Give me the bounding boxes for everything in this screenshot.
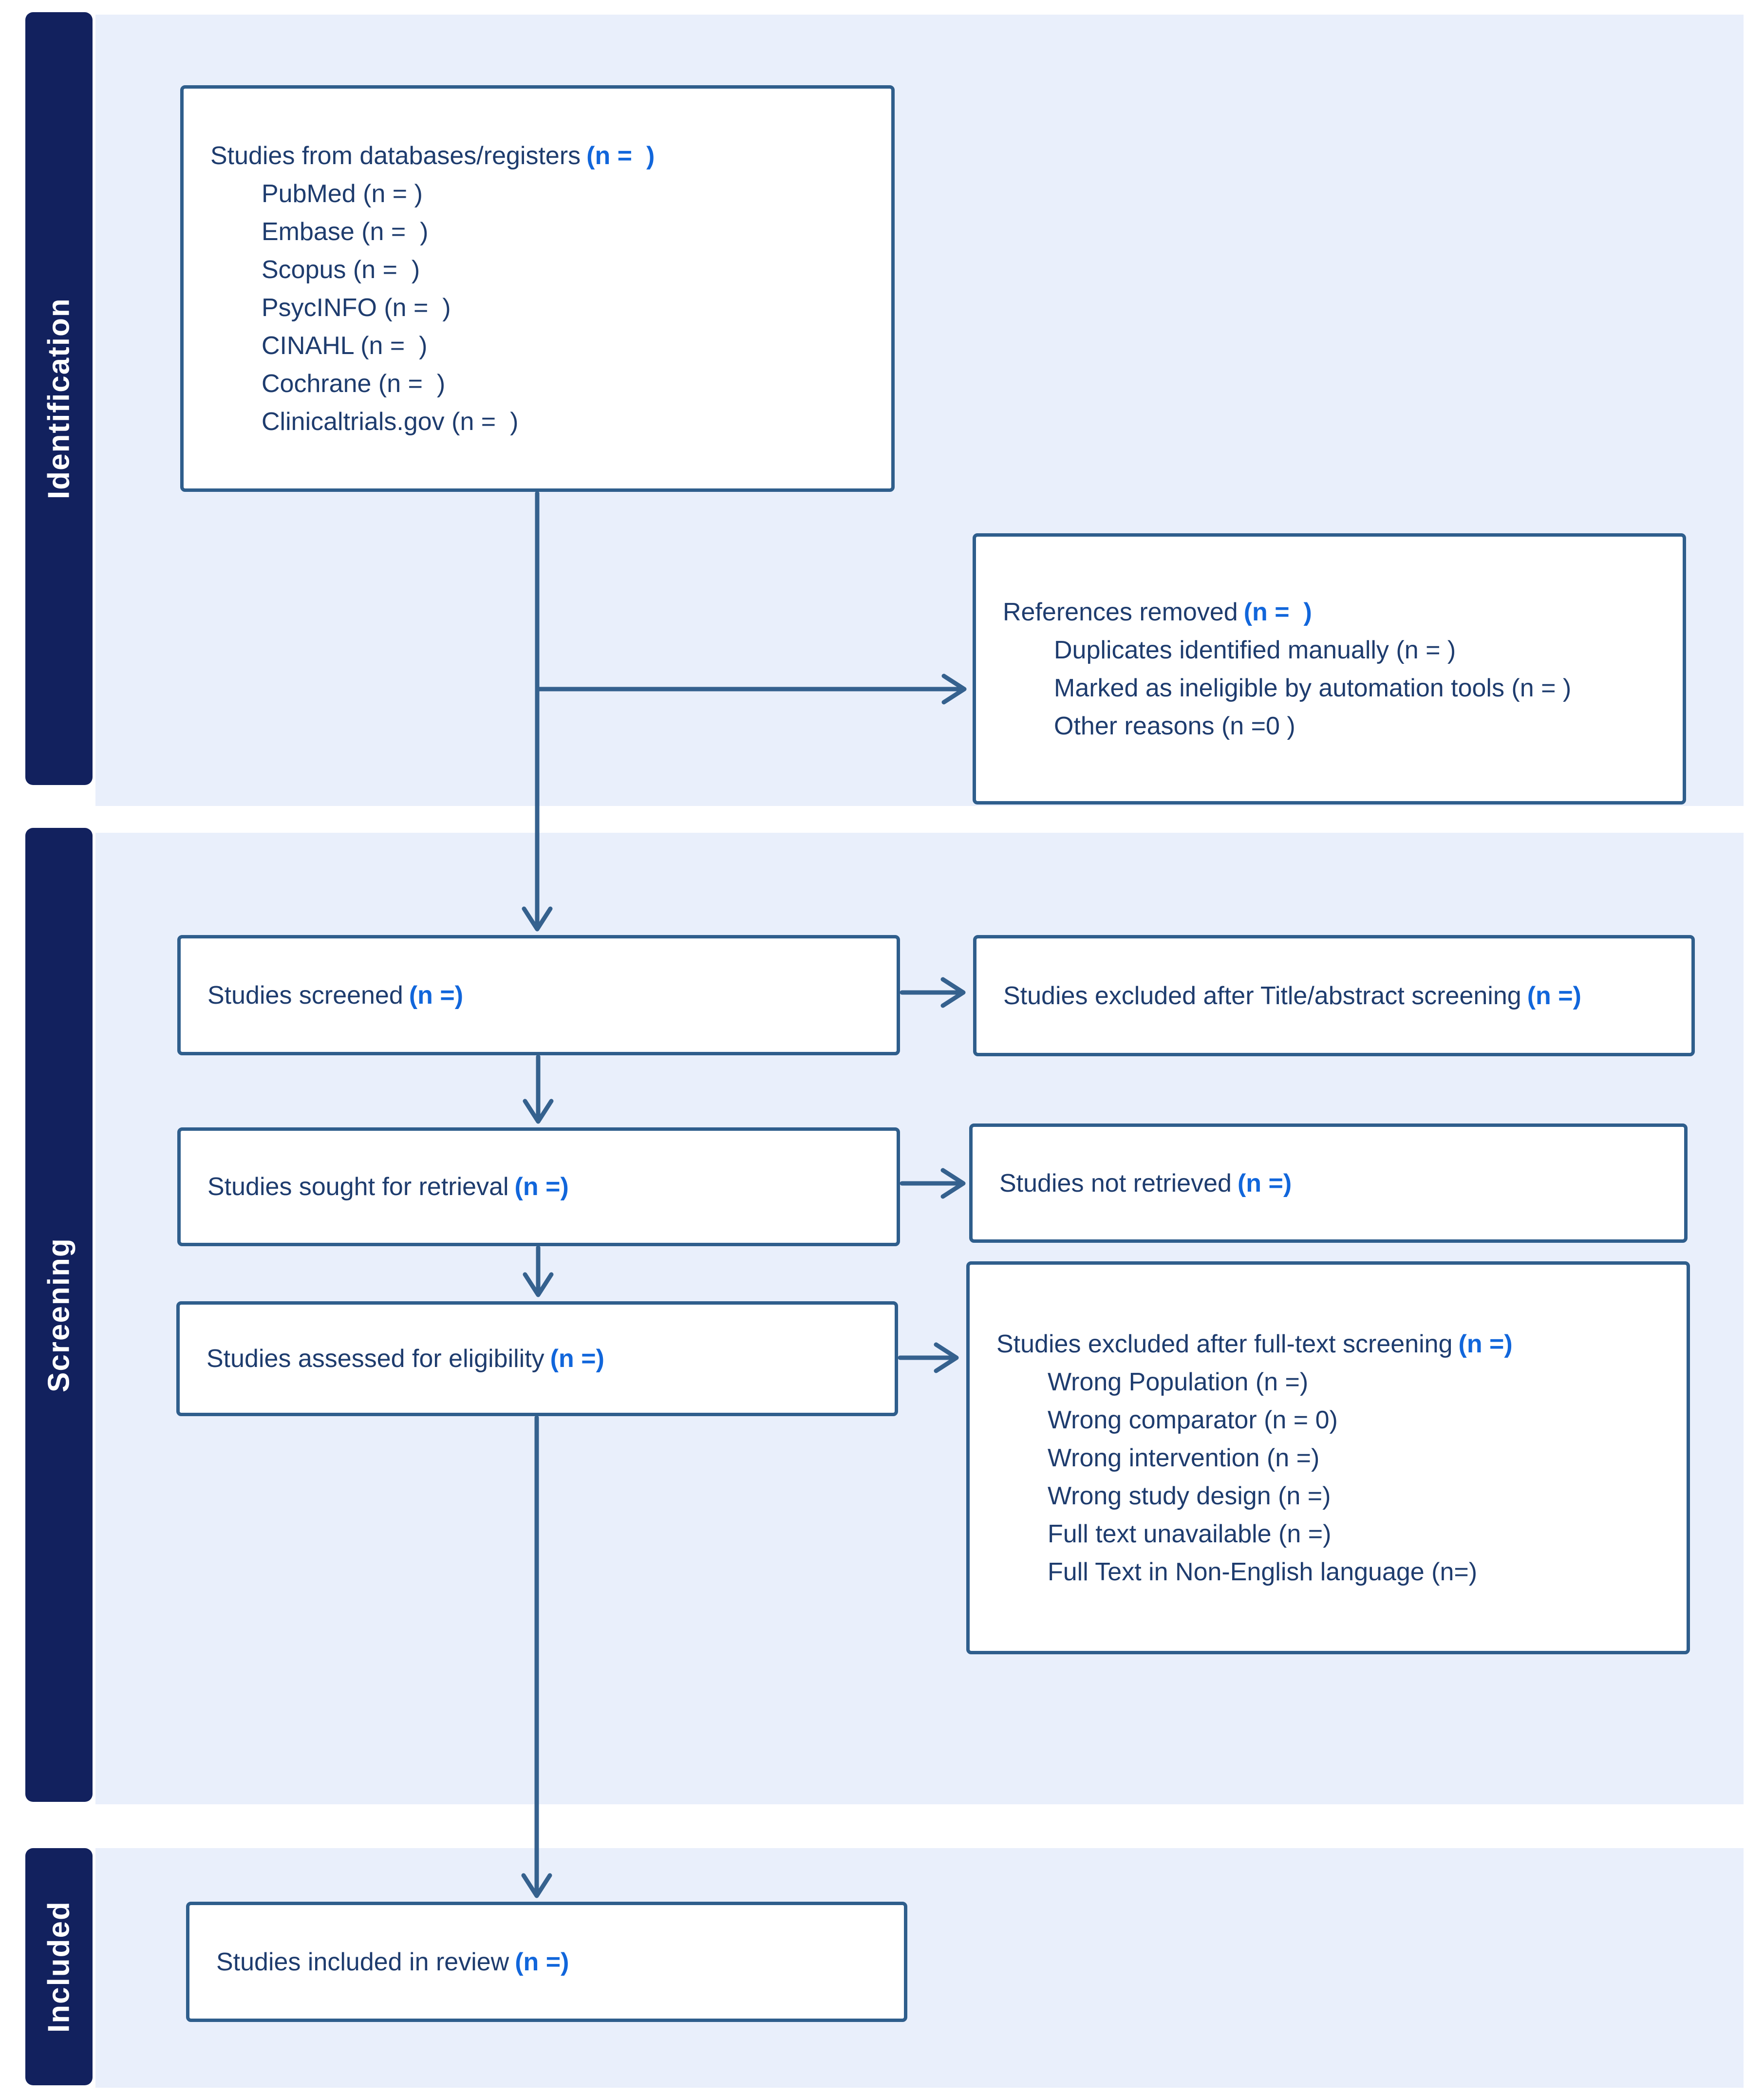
box-list-item: Full text unavailable (n =)	[1048, 1519, 1332, 1548]
box-list-item: CINAHL (n = )	[262, 331, 428, 360]
screening-stage-label: Screening	[42, 1237, 76, 1392]
box-list-item: Cochrane (n = )	[262, 369, 446, 398]
box-eligibility-title: Studies assessed for eligibility	[206, 1345, 544, 1373]
box-excluded-fulltext-title-line: Studies excluded after full-text screeni…	[996, 1325, 1667, 1363]
box-not-retrieved: Studies not retrieved(n =)	[969, 1123, 1688, 1243]
box-excluded-title-abstract: Studies excluded after Title/abstract sc…	[973, 935, 1695, 1056]
box-screened-n: (n =)	[409, 981, 464, 1010]
identification-stage-bar: Identification	[25, 12, 93, 785]
box-references-removed-n: (n = )	[1243, 598, 1312, 626]
box-list-item: Scopus (n = )	[262, 255, 420, 284]
box-list-item: PubMed (n = )	[262, 179, 423, 208]
box-eligibility-title-line: Studies assessed for eligibility(n =)	[206, 1340, 875, 1378]
box-list-item: Embase (n = )	[262, 217, 429, 246]
box-sought-title: Studies sought for retrieval	[207, 1173, 509, 1201]
box-excluded-fulltext-n: (n =)	[1458, 1329, 1513, 1358]
box-sought: Studies sought for retrieval(n =)	[177, 1127, 900, 1246]
included-stage-label: Included	[42, 1901, 76, 2033]
box-databases-list: PubMed (n = ) Embase (n = ) Scopus (n = ) P…	[210, 175, 872, 441]
box-excluded-title-abstract-title-line: Studies excluded after Title/abstract sc…	[1003, 977, 1672, 1015]
box-list-item: Wrong study design (n =)	[1048, 1481, 1331, 1510]
box-excluded-title-abstract-n: (n =)	[1527, 981, 1581, 1010]
identification-stage-label: Identification	[42, 298, 76, 500]
box-eligibility: Studies assessed for eligibility(n =)	[176, 1301, 898, 1416]
box-screened: Studies screened(n =)	[177, 935, 900, 1055]
included-stage-bar: Included	[25, 1848, 93, 2085]
box-list-item: Wrong Population (n =)	[1048, 1367, 1309, 1396]
box-not-retrieved-title-line: Studies not retrieved(n =)	[999, 1164, 1665, 1202]
box-databases-n: (n = )	[586, 141, 655, 170]
box-references-removed-title: References removed	[1003, 598, 1238, 626]
box-excluded-fulltext-list: Wrong Population (n =) Wrong comparator (…	[996, 1363, 1667, 1591]
box-list-item: Clinicaltrials.gov (n = )	[262, 407, 519, 436]
box-list-item: PsycINFO (n = )	[262, 293, 451, 322]
box-list-item: Other reasons (n =0 )	[1054, 711, 1295, 740]
box-list-item: Full Text in Non-English language (n=)	[1048, 1557, 1478, 1586]
box-included-review-n: (n =)	[515, 1947, 569, 1976]
box-databases: Studies from databases/registers(n = ) P…	[180, 85, 895, 492]
box-screened-title: Studies screened	[207, 981, 403, 1010]
box-eligibility-n: (n =)	[550, 1345, 604, 1373]
box-references-removed-title-line: References removed(n = )	[1003, 593, 1663, 631]
box-databases-title: Studies from databases/registers	[210, 141, 581, 170]
box-included-review: Studies included in review(n =)	[186, 1902, 907, 2022]
box-excluded-fulltext-title: Studies excluded after full-text screeni…	[996, 1329, 1453, 1358]
box-not-retrieved-n: (n =)	[1237, 1169, 1292, 1198]
box-not-retrieved-title: Studies not retrieved	[999, 1169, 1232, 1198]
box-list-item: Marked as ineligible by automation tools…	[1054, 674, 1572, 702]
box-list-item: Wrong intervention (n =)	[1048, 1443, 1320, 1472]
screening-stage-bar: Screening	[25, 828, 93, 1802]
box-sought-n: (n =)	[514, 1173, 569, 1201]
box-databases-title-line: Studies from databases/registers(n = )	[210, 137, 872, 175]
box-included-review-title: Studies included in review	[216, 1947, 509, 1976]
box-excluded-title-abstract-title: Studies excluded after Title/abstract sc…	[1003, 981, 1521, 1010]
box-list-item: Wrong comparator (n = 0)	[1048, 1405, 1338, 1434]
box-references-removed-list: Duplicates identified manually (n = ) Mar…	[1003, 631, 1663, 745]
box-references-removed: References removed(n = ) Duplicates iden…	[973, 533, 1686, 805]
box-included-review-title-line: Studies included in review(n =)	[216, 1943, 884, 1981]
box-list-item: Duplicates identified manually (n = )	[1054, 636, 1456, 664]
box-screened-title-line: Studies screened(n =)	[207, 976, 877, 1014]
box-sought-title-line: Studies sought for retrieval(n =)	[207, 1168, 877, 1206]
box-excluded-fulltext: Studies excluded after full-text screeni…	[966, 1261, 1690, 1654]
